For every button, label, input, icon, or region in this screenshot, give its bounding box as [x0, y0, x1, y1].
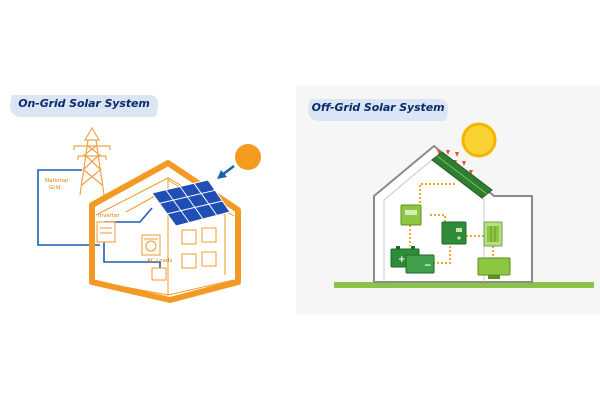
inverter-label: Inverter	[98, 213, 120, 219]
sun-icon	[461, 122, 497, 158]
on-grid-panel	[0, 85, 300, 315]
house-outline	[89, 160, 241, 303]
ac-loads-label: AC Loads	[147, 258, 173, 264]
washing-machine-icon	[141, 234, 161, 256]
battery-bank-icon: + −	[390, 246, 435, 274]
off-grid-title-banner: Off-Grid Solar System	[306, 99, 450, 121]
svg-text:−: −	[424, 261, 432, 271]
inverter-to-loads-wire	[103, 232, 161, 270]
grid-wire	[37, 169, 100, 246]
solar-panel-icon	[151, 179, 231, 227]
tv-icon	[477, 257, 511, 279]
charge-controller-icon	[400, 204, 422, 226]
distribution-board-icon	[483, 221, 503, 247]
transmission-tower-icon	[73, 126, 111, 196]
off-grid-title: Off-Grid Solar System	[311, 101, 445, 114]
grid-label-line2: Grid	[49, 184, 61, 191]
svg-text:+: +	[398, 255, 406, 265]
national-grid-label: National Grid	[45, 178, 68, 191]
ground	[334, 282, 594, 288]
controller-to-inverter	[430, 214, 446, 228]
inverter-icon	[96, 221, 116, 243]
on-grid-title-banner: On-Grid Solar System	[8, 95, 160, 117]
panel-to-controller	[419, 183, 455, 205]
grid-label-line1: National	[45, 178, 68, 184]
tv-icon	[151, 267, 167, 281]
inverter-icon	[441, 221, 467, 245]
panel-to-inverter-wire	[104, 207, 153, 223]
arrow-icon	[217, 165, 235, 179]
wiring	[37, 169, 161, 270]
sun-icon	[235, 144, 261, 170]
on-grid-title: On-Grid Solar System	[18, 97, 150, 110]
solar-panel-icon	[431, 151, 493, 199]
